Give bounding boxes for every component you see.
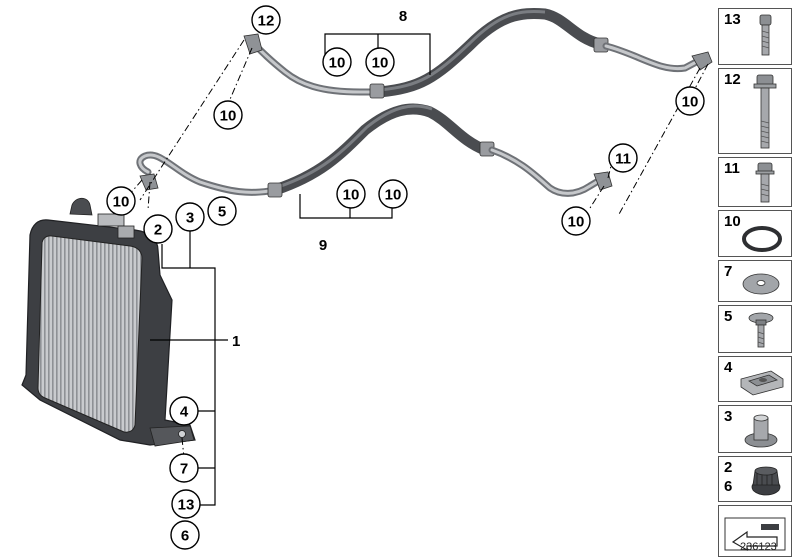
legend-item-13[interactable]: 13 [718,8,792,65]
callout-3[interactable]: 3 [175,202,205,232]
legend-label: 3 [724,408,733,425]
callout-10[interactable]: 10 [675,86,705,116]
lower-oil-line [136,103,613,198]
svg-text:10: 10 [343,187,360,204]
arrow-sign-icon [724,517,786,552]
callout-10[interactable]: 10 [561,206,591,236]
legend-label: 11 [724,160,740,177]
rubber-mount-icon [751,466,781,496]
bolt-long-icon [753,74,777,149]
screw-with-washer-icon [748,312,774,348]
washer-icon [742,273,780,295]
leader-lines [150,33,431,506]
oil-cooler [21,197,196,447]
callout-10[interactable]: 10 [365,47,395,77]
legend-item-10[interactable]: 10 [718,210,792,257]
svg-text:10: 10 [568,214,585,231]
callout-10[interactable]: 10 [378,179,408,209]
callout-9[interactable]: 9 [319,237,327,254]
legend-item-2-6[interactable]: 2 6 [718,456,792,502]
diagram-reference-number: 236123 [740,541,777,553]
legend-label-secondary: 6 [724,478,733,495]
svg-text:10: 10 [329,55,346,72]
callout-1[interactable]: 1 [232,333,240,350]
svg-text:10: 10 [682,94,699,111]
svg-text:2: 2 [154,222,162,239]
svg-text:10: 10 [220,108,237,125]
svg-text:5: 5 [218,204,226,221]
legend-label: 7 [724,263,733,280]
svg-text:12: 12 [258,13,275,30]
legend-item-sign[interactable] [718,505,792,557]
callout-11[interactable]: 11 [608,143,638,173]
legend-label: 4 [724,359,733,376]
legend-item-7[interactable]: 7 [718,260,792,302]
bolt-short-icon [759,14,772,56]
callout-12[interactable]: 12 [251,5,281,35]
svg-text:10: 10 [113,194,130,211]
legend-label: 5 [724,308,733,325]
clip-nut-icon [740,370,784,396]
callout-13[interactable]: 13 [171,489,201,519]
svg-text:3: 3 [186,210,194,227]
legend-item-5[interactable]: 5 [718,305,792,353]
grommet-icon [744,414,778,448]
callout-10[interactable]: 10 [106,186,136,216]
legend-label: 2 [724,459,733,476]
svg-text:11: 11 [615,151,631,168]
legend-label: 10 [724,213,741,230]
legend-item-4[interactable]: 4 [718,356,792,402]
callout-10[interactable]: 10 [322,47,352,77]
legend-item-12[interactable]: 12 [718,68,792,154]
legend-label: 13 [724,11,741,28]
legend-item-11[interactable]: 11 [718,157,792,207]
callout-8[interactable]: 8 [399,8,407,25]
legend-item-3[interactable]: 3 [718,405,792,453]
svg-text:6: 6 [181,528,189,545]
o-ring-icon [742,226,782,252]
callout-10[interactable]: 10 [336,179,366,209]
callout-2[interactable]: 2 [143,214,173,244]
svg-text:10: 10 [385,187,402,204]
legend-label: 12 [724,71,741,88]
callout-4[interactable]: 4 [169,396,199,426]
callout-6[interactable]: 6 [170,520,200,550]
parts-legend: 13 12 11 10 7 [718,8,792,560]
callout-5[interactable]: 5 [207,196,237,226]
svg-text:4: 4 [180,404,189,421]
callout-7[interactable]: 7 [169,453,199,483]
svg-text:10: 10 [372,55,389,72]
svg-text:13: 13 [178,497,195,514]
upper-oil-line [243,8,713,99]
bolt-hex-icon [755,162,775,203]
svg-text:7: 7 [180,461,188,478]
callout-10[interactable]: 10 [213,100,243,130]
